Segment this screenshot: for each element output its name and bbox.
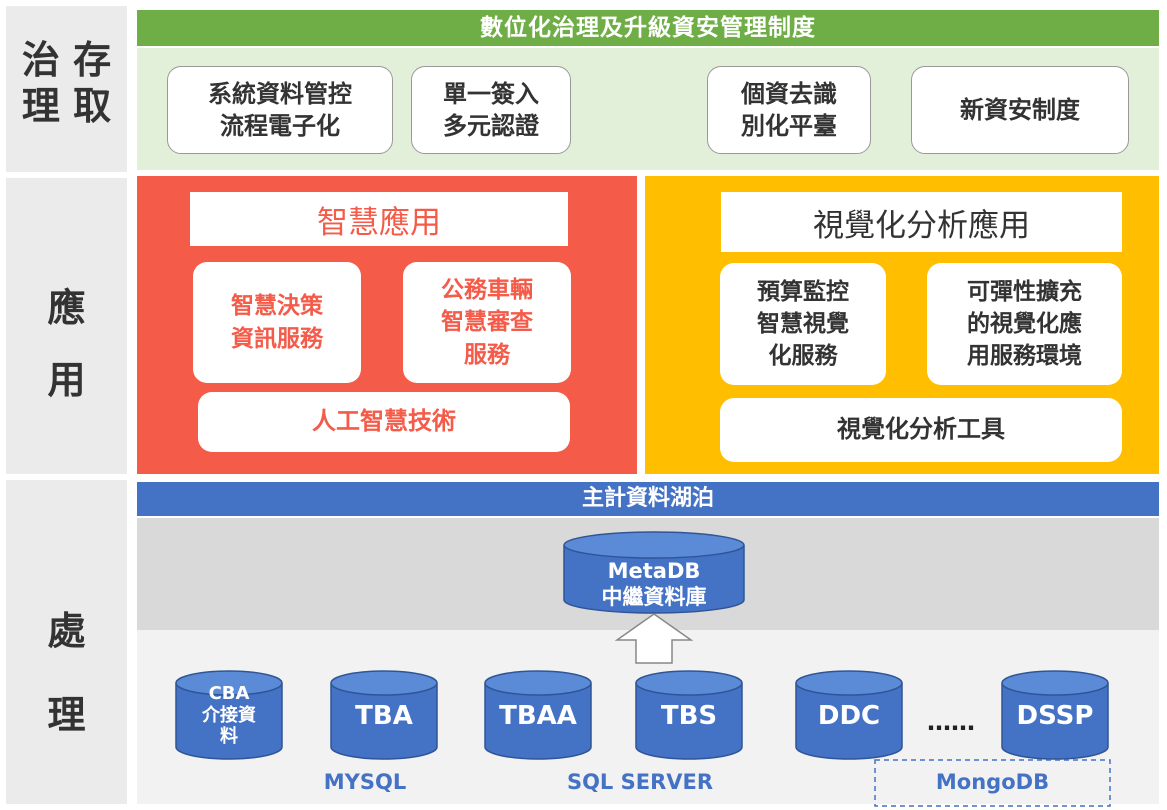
sidebar-governance: [6, 6, 127, 172]
source-cylinder: [484, 670, 592, 760]
governance-card: 新資安制度: [911, 66, 1129, 154]
source-label-ddc: DDC: [817, 701, 881, 731]
metadb-cylinder: [563, 531, 745, 614]
source-cylinder: [330, 670, 438, 760]
sidebar-application: [6, 178, 127, 474]
sidebar-processing: [6, 480, 127, 804]
visual-apps-card: 可彈性擴充 的視覺化應 用服務環境: [927, 263, 1122, 385]
smart-apps-title: 智慧應用: [190, 192, 568, 246]
group-label-sql-server: SQL SERVER: [566, 770, 714, 794]
metadb-label: MetaDB 中繼資料庫: [601, 559, 707, 610]
source-cylinder: [1001, 670, 1109, 760]
visual-apps-title: 視覺化分析應用: [721, 192, 1122, 252]
mongodb-group-box: [874, 759, 1111, 807]
ellipsis: ……: [927, 708, 975, 736]
sidebar-label-processing: 處 理: [47, 609, 86, 737]
governance-banner: 數位化治理及升級資安管理制度: [137, 10, 1159, 46]
source-cylinder: [635, 670, 743, 760]
group-label-mysql: MYSQL: [323, 770, 407, 794]
source-label-cba: CBA 介接資 料: [202, 683, 256, 748]
source-label-tba: TBA: [355, 701, 413, 731]
sidebar-label-application: 應 用: [47, 286, 86, 403]
governance-card: 系統資料管控 流程電子化: [167, 66, 393, 154]
smart-apps-footer: 人工智慧技術: [198, 392, 570, 452]
governance-card: 個資去識 別化平臺: [707, 66, 871, 154]
source-label-tbaa: TBAA: [499, 701, 577, 731]
group-label-mongodb: MongoDB: [935, 770, 1050, 794]
visual-apps-card: 預算監控 智慧視覺 化服務: [720, 263, 886, 385]
smart-apps-card: 智慧決策 資訊服務: [193, 262, 361, 383]
source-cylinder: [795, 670, 903, 760]
source-label-dssp: DSSP: [1016, 701, 1094, 731]
source-label-tbs: TBS: [660, 701, 718, 731]
smart-apps-card: 公務車輛 智慧審查 服務: [403, 262, 571, 383]
sidebar-label-governance: 治 存 理 取: [21, 38, 112, 128]
up-arrow-icon: [614, 613, 694, 664]
data-lake-banner: 主計資料湖泊: [137, 482, 1159, 516]
source-cylinder: [175, 670, 283, 760]
governance-card: 單一簽入 多元認證: [411, 66, 571, 154]
visual-apps-footer: 視覺化分析工具: [720, 398, 1122, 462]
